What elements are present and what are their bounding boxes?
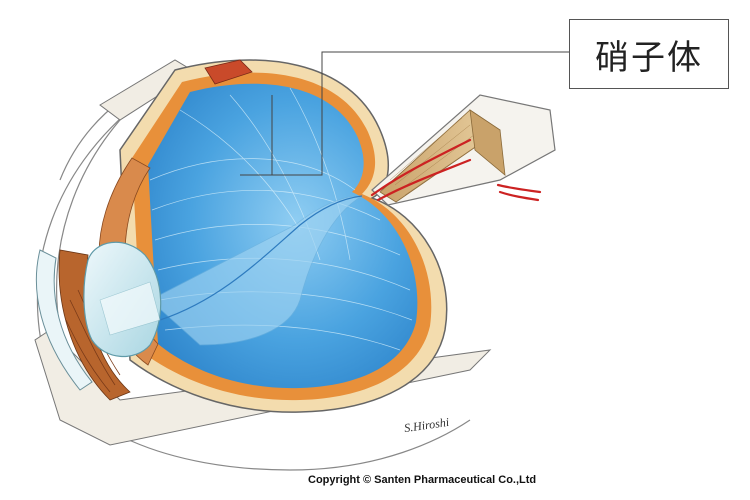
- vitreous-fibres: [149, 87, 413, 351]
- retinal-vessels: [370, 138, 542, 202]
- vitreous-label-text: 硝子体: [595, 37, 703, 78]
- lens-cut-face: [99, 281, 161, 336]
- cornea: [35, 249, 93, 391]
- copyright-notice: Copyright © Santen Pharmaceutical Co.,Lt…: [308, 474, 537, 486]
- upper-muscle: [204, 59, 253, 85]
- vitreous-label: 硝子体: [569, 19, 729, 89]
- vitreous-cut-plane: [149, 195, 364, 346]
- label-leader-line: [240, 51, 569, 176]
- cloquet-canal: [159, 195, 363, 321]
